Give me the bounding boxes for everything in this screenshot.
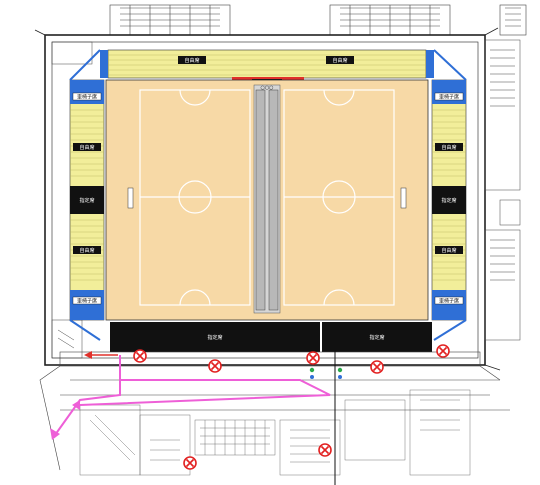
court-goals xyxy=(127,187,407,209)
left-reserved-label: 指定席 xyxy=(79,197,94,204)
right-free-tag-2 xyxy=(435,246,463,254)
left-wheelchair-tag-bottom xyxy=(72,296,102,305)
right-free-label-2: 自由席 xyxy=(441,247,456,254)
red-arrow xyxy=(84,351,118,359)
top-free-seat-label-left: 自由席 xyxy=(184,57,199,64)
bottom-reserved-block-right xyxy=(322,322,432,352)
left-free-label-1: 自由席 xyxy=(79,144,94,151)
pink-route xyxy=(54,355,331,436)
center-divider-right xyxy=(268,89,279,311)
right-reserved-label: 指定席 xyxy=(441,197,456,204)
no-entry-icons xyxy=(133,344,450,470)
person-icon xyxy=(309,367,343,373)
corner-blue-lines xyxy=(69,49,467,341)
right-free-label-1: 自由席 xyxy=(441,144,456,151)
center-divider-left xyxy=(255,89,266,311)
left-wheelchair-label-top: 車椅子席 xyxy=(77,94,97,101)
center-divider-label: ○○○ xyxy=(260,85,273,91)
court-lines xyxy=(139,89,395,306)
lower-rooms xyxy=(79,389,471,476)
left-wheelchair-label-bottom: 車椅子席 xyxy=(77,298,97,305)
no-entry-icon xyxy=(436,344,450,358)
bottom-reserved-block-left xyxy=(110,322,320,352)
left-wheelchair-tag-top xyxy=(72,92,102,101)
left-side-rooms xyxy=(51,41,93,359)
no-entry-icon xyxy=(183,456,197,470)
pink-arrow-head xyxy=(50,428,60,440)
officials-table xyxy=(232,77,304,80)
right-wheelchair-tag-top xyxy=(434,92,464,101)
top-free-seat-tag-left xyxy=(178,56,206,64)
pink-arrow-head-2 xyxy=(72,400,80,410)
right-side-rooms xyxy=(484,39,521,341)
right-wheelchair-label-top: 車椅子席 xyxy=(439,94,459,101)
right-wheelchair-tag-bottom xyxy=(434,296,464,305)
outer-walls xyxy=(34,27,501,371)
right-wheelchair-label-bottom: 車椅子席 xyxy=(439,298,459,305)
left-free-tag-2 xyxy=(73,246,101,254)
right-free-tag-1 xyxy=(435,143,463,151)
left-free-tag-1 xyxy=(73,143,101,151)
top-seat-rows xyxy=(108,54,426,76)
top-free-seating xyxy=(107,49,427,79)
bottom-reserved-label-left: 指定席 xyxy=(207,334,222,341)
top-building-block xyxy=(109,4,527,36)
left-free-label-2: 自由席 xyxy=(79,247,94,254)
no-entry-icon xyxy=(318,443,332,457)
top-free-seat-label-right: 自由席 xyxy=(332,57,347,64)
top-free-seat-tag-right xyxy=(326,56,354,64)
no-entry-icon xyxy=(133,349,147,363)
no-entry-icon xyxy=(306,351,320,365)
person-icon-blue xyxy=(310,375,342,379)
no-entry-icon xyxy=(208,359,222,373)
bottom-reserved-label-right: 指定席 xyxy=(369,334,384,341)
no-entry-icon xyxy=(370,360,384,374)
